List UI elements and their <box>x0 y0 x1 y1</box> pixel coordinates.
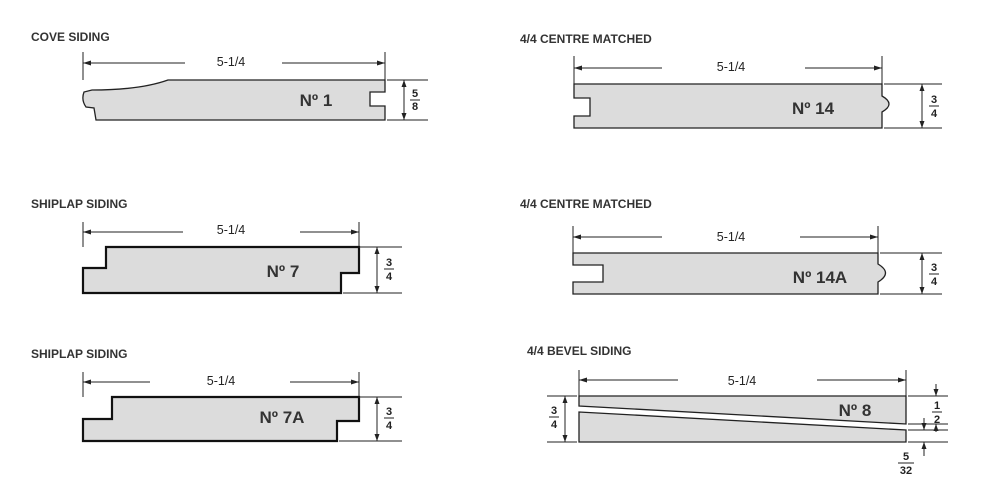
arrowhead <box>562 396 568 403</box>
profile-number: Nº 7A <box>260 408 305 427</box>
board-profile <box>81 395 361 443</box>
thickness-numerator: 3 <box>551 405 557 417</box>
arrowhead <box>401 80 407 87</box>
arrowhead <box>562 435 568 442</box>
bottom-thickness-numerator: 5 <box>903 451 909 463</box>
arrowhead <box>574 65 582 71</box>
profile-number: Nº 1 <box>300 91 333 110</box>
board-profile <box>81 245 361 295</box>
board-profile <box>573 83 890 129</box>
thickness-denominator: 4 <box>931 108 938 120</box>
arrowhead <box>401 113 407 120</box>
arrowhead <box>933 389 939 396</box>
arrowhead <box>579 377 587 383</box>
profile-title: 4/4 CENTRE MATCHED <box>520 197 652 211</box>
arrowhead <box>374 397 380 404</box>
board-profile <box>82 79 386 121</box>
thickness-denominator: 8 <box>412 101 418 113</box>
arrowhead <box>870 234 878 240</box>
thickness-denominator: 4 <box>386 271 393 283</box>
top-thickness-numerator: 1 <box>934 400 940 412</box>
arrowhead <box>374 434 380 441</box>
arrowhead <box>351 229 359 235</box>
arrowhead <box>351 379 359 385</box>
profile-number: Nº 8 <box>839 401 872 420</box>
board-profile <box>572 252 887 295</box>
profile-title: COVE SIDING <box>31 30 110 44</box>
arrowhead <box>83 229 91 235</box>
profile-cove-siding-no1: COVE SIDING 5-1/4 Nº 1 5 8 <box>31 30 428 121</box>
arrowhead <box>919 121 925 128</box>
width-label: 5-1/4 <box>728 374 757 388</box>
thickness-numerator: 3 <box>386 257 392 269</box>
thickness-denominator: 4 <box>931 276 938 288</box>
arrowhead <box>898 377 906 383</box>
arrowhead <box>83 60 91 66</box>
arrowhead <box>933 424 939 431</box>
top-thickness-denominator: 2 <box>934 414 940 426</box>
bottom-thickness-denominator: 32 <box>900 465 912 477</box>
arrowhead <box>921 423 927 430</box>
arrowhead <box>83 379 91 385</box>
profile-title: SHIPLAP SIDING <box>31 197 127 211</box>
profile-title: SHIPLAP SIDING <box>31 347 127 361</box>
arrowhead <box>919 84 925 91</box>
arrowhead <box>377 60 385 66</box>
arrowhead <box>374 247 380 254</box>
arrowhead <box>921 442 927 449</box>
thickness-numerator: 3 <box>931 262 937 274</box>
thickness-denominator: 4 <box>551 419 558 431</box>
profile-centre-matched-no14a: 4/4 CENTRE MATCHED 5-1/4 Nº 14A 3 4 <box>520 197 942 295</box>
arrowhead <box>374 286 380 293</box>
profile-shiplap-siding-no7: SHIPLAP SIDING 5-1/4 Nº 7 3 4 <box>31 197 402 295</box>
profile-centre-matched-no14: 4/4 CENTRE MATCHED 5-1/4 Nº 14 3 4 <box>520 32 942 129</box>
thickness-numerator: 3 <box>931 94 937 106</box>
width-label: 5-1/4 <box>717 230 746 244</box>
profile-number: Nº 14A <box>793 268 847 287</box>
profile-number: Nº 14 <box>792 99 835 118</box>
profile-number: Nº 7 <box>267 262 300 281</box>
width-label: 5-1/4 <box>207 374 236 388</box>
profile-title: 4/4 BEVEL SIDING <box>527 344 631 358</box>
thickness-numerator: 5 <box>412 88 418 100</box>
width-label: 5-1/4 <box>717 60 746 74</box>
profile-bevel-siding-no8: 4/4 BEVEL SIDING 5-1/4 Nº 8 3 4 1 2 <box>527 344 948 477</box>
width-label: 5-1/4 <box>217 223 246 237</box>
arrowhead <box>919 287 925 294</box>
profile-shiplap-siding-no7a: SHIPLAP SIDING 5-1/4 Nº 7A 3 4 <box>31 347 402 443</box>
width-label: 5-1/4 <box>217 55 246 69</box>
bevel-board-lower <box>578 411 907 443</box>
arrowhead <box>573 234 581 240</box>
thickness-numerator: 3 <box>386 406 392 418</box>
arrowhead <box>874 65 882 71</box>
profile-title: 4/4 CENTRE MATCHED <box>520 32 652 46</box>
arrowhead <box>919 253 925 260</box>
bevel-board-upper <box>578 395 907 425</box>
thickness-denominator: 4 <box>386 420 393 432</box>
